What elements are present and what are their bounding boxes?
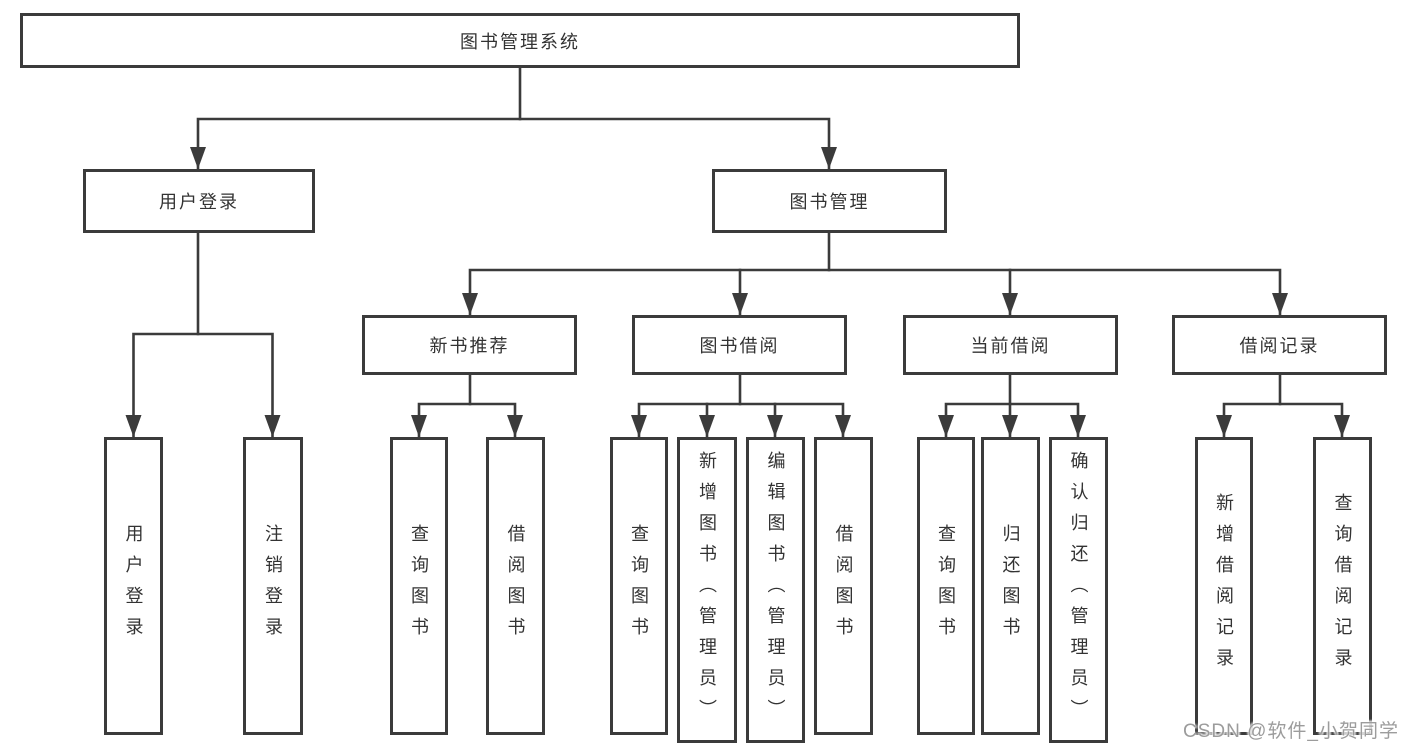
leaf-edit-books-admin-label: 编辑图书（管理员） [765,450,786,730]
leaf-query-borrow-record-label: 查询借阅记录 [1332,493,1353,679]
arrowhead-icon [1216,415,1232,437]
node-user-login-label: 用户登录 [159,192,239,212]
node-book-management: 图书管理 [712,169,947,233]
arrowhead-icon [631,415,647,437]
node-book-borrowing-label: 图书借阅 [699,336,780,356]
leaf-query-books-borrow: 查询图书 [610,437,668,735]
node-book-management-label: 图书管理 [789,192,870,212]
arrowhead-icon [190,147,206,169]
node-current-borrowing: 当前借阅 [903,315,1118,375]
arrowhead-icon [264,415,281,437]
node-current-borrowing-label: 当前借阅 [970,336,1051,356]
arrowhead-icon [507,415,523,437]
leaf-user-login: 用户登录 [104,437,163,735]
leaf-add-borrow-record: 新增借阅记录 [1195,437,1253,735]
node-new-book-recommendation: 新书推荐 [362,315,577,375]
connector-newbook-to-leaves [417,373,517,439]
connector-records-to-leaves [1222,373,1344,439]
leaf-add-books-admin: 新增图书（管理员） [677,437,737,743]
connector-bookmgmt-to-level3 [468,231,1282,317]
connector-borrow-to-leaves [637,373,845,439]
node-borrowing-records-label: 借阅记录 [1239,336,1320,356]
leaf-return-books-label: 归还图书 [1000,524,1021,648]
leaf-edit-books-admin: 编辑图书（管理员） [746,437,805,743]
connector-userlogin-to-leaves [132,231,274,439]
leaf-logout: 注销登录 [243,437,303,735]
leaf-borrow-books: 借阅图书 [814,437,873,735]
leaf-query-books-current: 查询图书 [917,437,975,735]
leaf-query-books-recommend-label: 查询图书 [409,524,429,648]
node-root-label: 图书管理系统 [460,31,580,52]
leaf-query-books-current-label: 查询图书 [936,524,956,648]
connector-root-to-level2 [196,66,831,171]
arrowhead-icon [1002,415,1018,437]
arrowhead-icon [767,415,783,437]
leaf-logout-label: 注销登录 [263,524,283,648]
leaf-query-books-recommend: 查询图书 [390,437,448,735]
arrowhead-icon [821,147,837,169]
leaf-user-login-label: 用户登录 [123,524,144,648]
arrowhead-icon [1070,415,1086,437]
leaf-add-borrow-record-label: 新增借阅记录 [1214,493,1234,679]
arrowhead-icon [1272,293,1288,315]
arrowhead-icon [411,415,427,437]
leaf-confirm-return-admin: 确认归还（管理员） [1049,437,1108,743]
leaf-query-books-borrow-label: 查询图书 [629,524,649,648]
arrowhead-icon [125,415,142,437]
watermark: CSDN @软件_小贺同学 [1183,721,1399,742]
node-new-book-recommendation-label: 新书推荐 [429,336,510,356]
node-root: 图书管理系统 [20,13,1020,68]
node-borrowing-records: 借阅记录 [1172,315,1387,375]
node-user-login: 用户登录 [83,169,315,233]
arrowhead-icon [1002,293,1018,315]
leaf-borrow-books-recommend: 借阅图书 [486,437,545,735]
node-book-borrowing: 图书借阅 [632,315,847,375]
arrowhead-icon [938,415,954,437]
arrowhead-icon [1334,415,1350,437]
leaf-borrow-books-recommend-label: 借阅图书 [505,524,526,648]
arrowhead-icon [462,293,478,315]
leaf-borrow-books-label: 借阅图书 [833,524,854,648]
leaf-return-books: 归还图书 [981,437,1040,735]
leaf-add-books-admin-label: 新增图书（管理员） [697,450,717,730]
arrowhead-icon [732,293,748,315]
leaf-query-borrow-record: 查询借阅记录 [1313,437,1372,735]
arrowhead-icon [835,415,851,437]
arrowheads [125,147,1350,437]
leaf-confirm-return-admin-label: 确认归还（管理员） [1068,450,1089,730]
arrowhead-icon [699,415,715,437]
